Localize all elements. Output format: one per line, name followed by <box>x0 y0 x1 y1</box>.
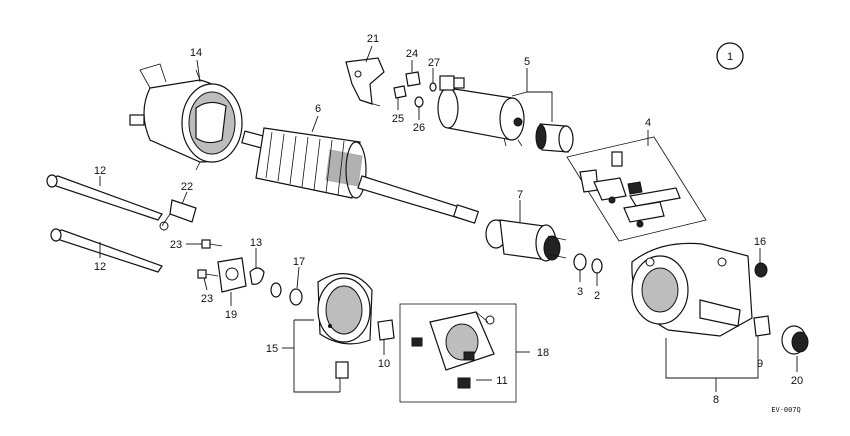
callout-7: 7 <box>517 189 523 201</box>
callout-12-upper: 12 <box>94 165 106 177</box>
gear-housing-part <box>631 242 753 337</box>
callout-3: 3 <box>577 286 583 298</box>
figure-number-badge: 1 <box>716 42 744 70</box>
callout-25: 25 <box>392 113 404 125</box>
callout-14: 14 <box>190 47 202 59</box>
callout-23-upper: 23 <box>170 239 182 251</box>
leader-lines <box>99 45 798 393</box>
contact-kit-group <box>566 136 707 242</box>
callout-15: 15 <box>266 343 278 355</box>
nut-24-part <box>405 71 421 87</box>
callout-19: 19 <box>225 309 237 321</box>
brush-holder-group <box>399 303 517 403</box>
callout-27: 27 <box>428 57 440 69</box>
nut-25-part <box>393 85 407 99</box>
plunger-part <box>535 123 574 153</box>
washer-27-part <box>429 82 437 92</box>
callout-9: 9 <box>757 358 763 370</box>
snap-ring-2-part <box>591 258 603 274</box>
callout-6: 6 <box>315 103 321 115</box>
clutch-7-part <box>485 219 567 262</box>
callout-10: 10 <box>378 358 390 370</box>
bracket-21-part <box>345 57 385 107</box>
stop-collar-3-part <box>573 253 587 271</box>
callout-13: 13 <box>250 237 262 249</box>
callout-20: 20 <box>791 375 803 387</box>
bolt-23-upper-part <box>201 239 223 249</box>
callout-4: 4 <box>645 117 651 129</box>
plate-19-part <box>217 257 247 293</box>
nut-16-part <box>754 262 768 278</box>
washer-26-part <box>414 96 424 108</box>
callout-11: 11 <box>496 375 507 387</box>
callout-21: 21 <box>367 33 379 45</box>
screw-15-part <box>335 361 349 379</box>
callout-22: 22 <box>181 181 193 193</box>
bracket-22-part <box>159 199 197 231</box>
callout-12-lower: 12 <box>94 261 106 273</box>
callout-16: 16 <box>754 236 766 248</box>
spring-17-part <box>270 282 303 306</box>
callout-23-lower: 23 <box>201 293 213 305</box>
bushing-9-part <box>753 315 771 337</box>
callout-18: 18 <box>537 347 549 359</box>
figure-number: 1 <box>727 51 733 63</box>
bolt-23-lower-part <box>197 269 219 279</box>
end-cover-part <box>317 273 373 345</box>
figure-code: EV-007Q <box>771 406 801 414</box>
clip-13-part <box>249 267 265 285</box>
brush-spring-11-part <box>457 377 471 389</box>
field-yoke-part <box>129 63 243 171</box>
callout-24: 24 <box>406 48 418 60</box>
callout-17: 17 <box>293 256 305 268</box>
armature-part <box>241 127 480 224</box>
callout-5: 5 <box>524 56 530 68</box>
bushing-10-part <box>377 319 395 341</box>
through-bolt-lower-part <box>50 228 163 273</box>
callout-26: 26 <box>413 122 425 134</box>
through-bolt-upper-part <box>46 174 163 221</box>
cap-20-part <box>781 325 809 355</box>
callout-labels: 14 6 21 24 27 25 26 5 4 7 12 12 22 23 23… <box>94 33 803 406</box>
solenoid-part <box>437 75 525 147</box>
callout-2: 2 <box>594 290 600 302</box>
callout-8: 8 <box>713 394 719 406</box>
